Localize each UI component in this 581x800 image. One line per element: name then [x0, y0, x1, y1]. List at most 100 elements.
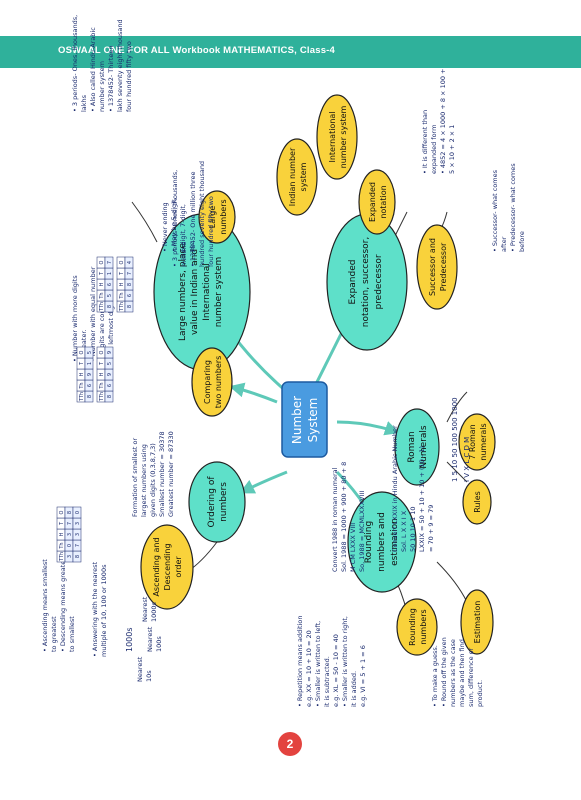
svg-text:Large numbers, place: Large numbers, place	[178, 243, 188, 341]
svg-text:Rules: Rules	[473, 491, 482, 513]
table-cell: TTh	[99, 302, 105, 312]
note-comparing: • Number with more digits is greater.• N…	[71, 266, 115, 362]
mind-map-rotated: Number System Large numbers, place value…	[37, 15, 547, 722]
note-line: four hundred fifty two	[207, 196, 215, 267]
note-line: hundred seventy eight thousand	[198, 161, 206, 267]
note-line: millions	[180, 241, 188, 267]
note-line: • 3 periods- Ones, thousands,	[171, 170, 179, 267]
note-line: LXXIX = 50 + 10 + 10 + (10 - 1)	[418, 446, 426, 552]
table-cell: T	[59, 521, 65, 526]
note-line: • Descending means greatest	[59, 554, 67, 652]
note-line: product.	[476, 680, 484, 707]
note-line: • 1378452- One million three	[189, 172, 197, 267]
table-cell: TTh	[99, 392, 105, 402]
table-cell: T	[119, 271, 125, 276]
note-expanded: • It is different than expanded form• 48…	[421, 69, 456, 175]
note-line: • Ascending means smallest	[41, 559, 49, 652]
roman-values: 1 5 10 50 100 500 1000	[451, 397, 459, 482]
note-line: M CM LXXX VIII	[349, 523, 357, 572]
note-succ-pred: • Successor- what comes after• Predecess…	[491, 163, 526, 252]
table-cell: H	[99, 372, 105, 376]
note-line: Convert 1988 in roman numeral	[331, 467, 339, 572]
svg-text:Ascending and: Ascending and	[152, 537, 161, 596]
note-line: • May be 5-digit,	[170, 197, 178, 252]
table-cell: O	[99, 350, 105, 354]
page-number-badge: 2	[278, 732, 302, 756]
svg-text:Descending: Descending	[163, 543, 172, 590]
table-cell: 8	[127, 283, 133, 286]
table-cell: TTh	[119, 302, 125, 312]
note-rounding: • Answering with the nearest multiple of…	[91, 561, 108, 657]
table-cell: Th	[119, 292, 125, 299]
tables-layer: TThThHTO3037887330TThThHTO85617TThThHTO8…	[56, 256, 134, 563]
svg-text:Estimation: Estimation	[473, 601, 482, 644]
note-line: • Never ending	[161, 202, 169, 252]
note-indian: • 3 periods- Ones, thousands, lakhs• Als…	[71, 15, 133, 112]
note-line: 6-digit, 7-digit,	[179, 204, 187, 252]
node-expanded-successor: Expanded notation, successor, predecesso…	[326, 213, 408, 351]
note-line: • 3 periods- Ones, thousands,	[71, 15, 79, 112]
table-cell: O	[119, 260, 125, 264]
node-comparing: Comparing two numbers	[191, 347, 233, 417]
nearest-label: 1000s	[125, 627, 134, 652]
note-line: numbers as the case	[449, 639, 457, 707]
table-cell: O	[79, 350, 85, 354]
svg-text:International: International	[328, 111, 337, 162]
nearest-label: Nearest	[146, 626, 154, 652]
svg-text:numbers: numbers	[419, 609, 428, 644]
table-cell: 6	[107, 283, 113, 286]
node-large-place-value: Large numbers, place value in Indian and…	[153, 213, 251, 371]
table-cell: Th	[99, 292, 105, 299]
table-cell: 5	[107, 362, 113, 365]
nearest-label: 100s	[155, 636, 163, 652]
note-line: • 4852 = 4 × 1000 + 8 × 100 +	[439, 69, 447, 175]
svg-text:International: International	[202, 263, 212, 320]
svg-text:number system: number system	[339, 105, 348, 168]
table-cell: 4	[127, 261, 133, 264]
note-line: e.g. VI = 5 + 1 = 6	[359, 645, 367, 707]
note-line: given digits (0,3,8,7,3)	[149, 443, 157, 517]
table-cell: 9	[107, 373, 113, 376]
table-cell: Th	[59, 542, 65, 549]
table-cell: TTh	[79, 392, 85, 402]
note-line: from leftmost digit	[107, 301, 115, 362]
table-cell: 6	[107, 384, 113, 387]
note-line: it is subtracted.	[323, 656, 331, 707]
nearest-label: Nearest	[141, 596, 149, 622]
node-indian: Indian number system	[276, 138, 318, 216]
note-line: four hundred fifty two	[125, 41, 133, 112]
table-cell: 7	[127, 272, 133, 275]
table-cell: 6	[87, 384, 93, 387]
table-cell: 3	[67, 555, 73, 558]
nearest-label: 1000s	[150, 601, 158, 622]
note-line: Sol. 1988 = 1000 + 900 + 80 + 8	[340, 462, 348, 572]
table-cell: 8	[75, 555, 81, 558]
table-cell: 8	[107, 305, 113, 308]
note-line: So, 1988 = MCMLXXXVIII	[358, 491, 366, 572]
center-line1: Number	[290, 396, 304, 444]
note-line: Greatest number = 87330	[167, 431, 175, 517]
note-line: • Predecessor- what comes	[509, 163, 517, 252]
svg-text:Large: Large	[208, 206, 217, 229]
note-line: expanded form	[430, 125, 438, 174]
note-international: • 3 periods- Ones, thousands, millions• …	[171, 161, 215, 267]
nearest-label: 10s	[145, 670, 153, 682]
table-cell: H	[119, 282, 125, 286]
svg-text:7 Roman: 7 Roman	[468, 424, 477, 460]
table-cell: O	[99, 260, 105, 264]
node-rounding-numbers: Rounding numbers	[396, 598, 438, 656]
node-estimation: Estimation	[460, 589, 494, 655]
svg-text:numbers: numbers	[219, 482, 229, 522]
table-cell: T	[79, 361, 85, 366]
note-line: • Number with equal number	[89, 266, 97, 362]
table-cell: 8	[127, 305, 133, 308]
note-large-numbers: • Never ending• May be 5-digit, 6-digit,…	[161, 197, 196, 252]
svg-text:Rounding: Rounding	[408, 608, 417, 646]
